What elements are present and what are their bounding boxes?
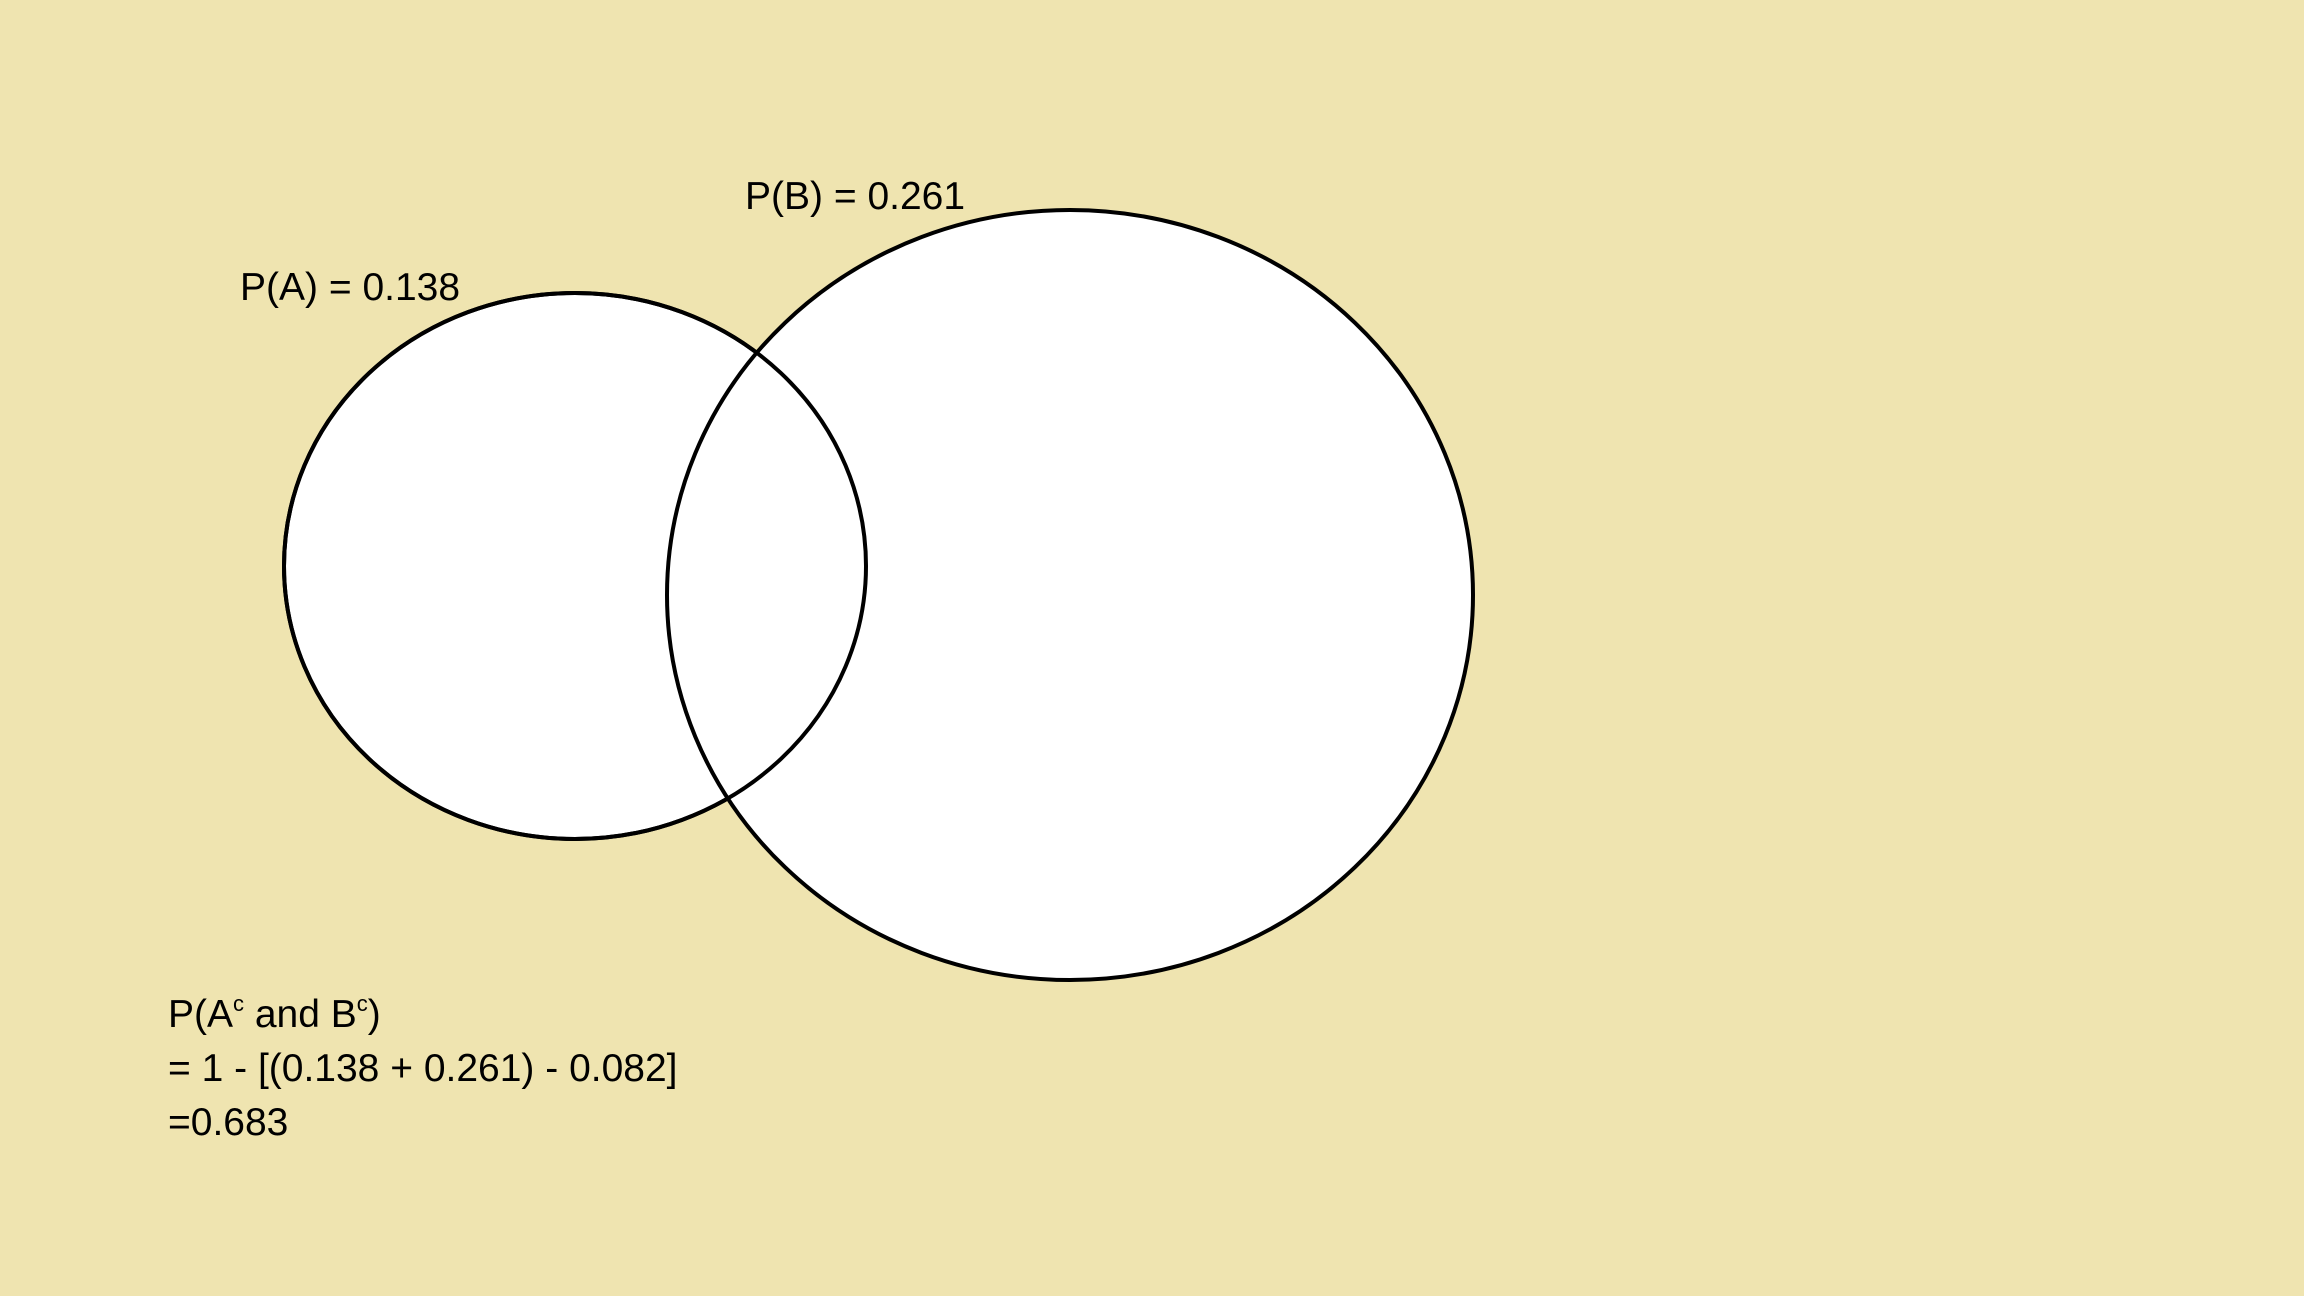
complement-superscript: c xyxy=(233,991,245,1016)
calculation-line-3: =0.683 xyxy=(168,1101,289,1144)
calculation-block: P(Ac and Bc) = 1 - [(0.138 + 0.261) - 0.… xyxy=(168,988,678,1150)
complement-superscript: c xyxy=(356,991,368,1016)
calc-text: P(A xyxy=(168,993,234,1036)
calculation-line-1: P(Ac and Bc) xyxy=(168,988,678,1042)
set-a-label: P(A) = 0.138 xyxy=(240,266,461,309)
calc-text: and B xyxy=(244,993,357,1036)
set-b-circle xyxy=(665,208,1475,982)
set-a-outline xyxy=(282,291,868,841)
set-b-label: P(B) = 0.261 xyxy=(745,175,966,218)
calc-text: ) xyxy=(367,993,381,1036)
calculation-line-2: = 1 - [(0.138 + 0.261) - 0.082] xyxy=(168,1047,678,1090)
